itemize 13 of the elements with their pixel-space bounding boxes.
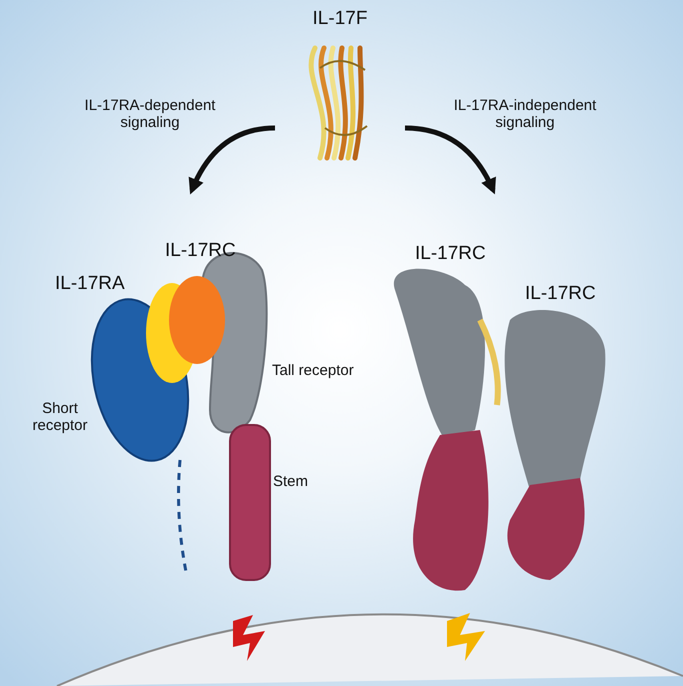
- cytokine-label: IL-17F: [312, 8, 368, 30]
- receptor-label: IL-17RC: [165, 240, 236, 262]
- stem-label: Stem: [273, 473, 308, 490]
- receptor-label: IL-17RC: [415, 243, 486, 265]
- curved-arrow: [404, 125, 496, 194]
- receptor-description: Tall receptor: [272, 362, 354, 379]
- receptor-description: Short receptor: [31, 400, 89, 434]
- curved-arrow: [189, 125, 276, 194]
- edge-label: IL-17RA-independent signaling: [452, 97, 598, 131]
- dashed-line: [177, 460, 188, 574]
- edge-label: IL-17RA-dependent signaling: [84, 97, 216, 131]
- receptor-label: IL-17RC: [525, 283, 596, 305]
- receptor-label: IL-17RA: [55, 273, 125, 295]
